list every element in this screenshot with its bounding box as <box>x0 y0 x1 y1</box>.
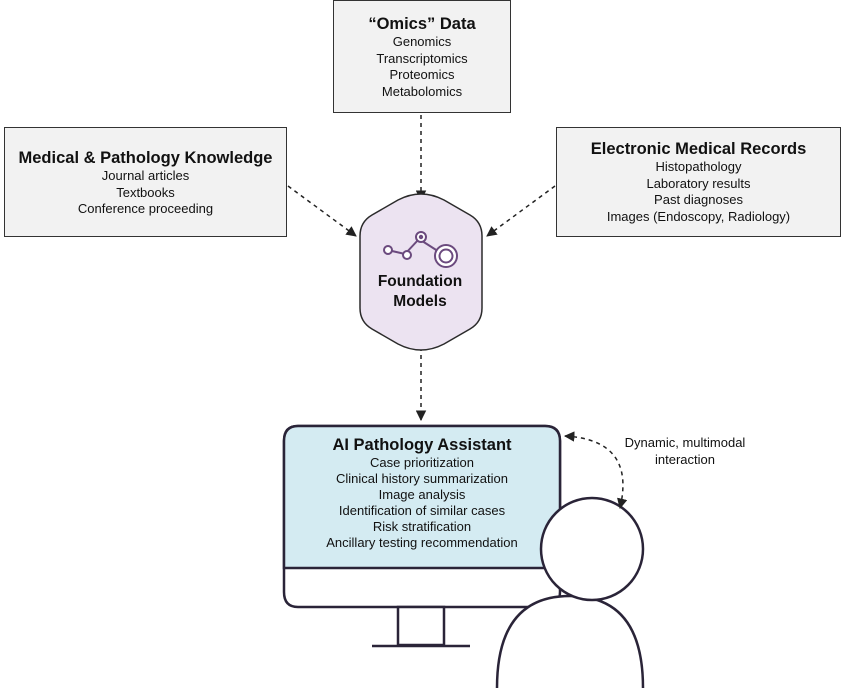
emr-box: Electronic Medical Records Histopatholog… <box>556 127 841 237</box>
interaction-line2: interaction <box>655 452 715 467</box>
assistant-item: Identification of similar cases <box>338 503 506 518</box>
assistant-item: Image analysis <box>378 487 466 502</box>
interaction-line1: Dynamic, multimodal <box>624 435 746 450</box>
omics-item: Proteomics <box>389 67 455 82</box>
arrow-knowledge-to-models <box>287 185 357 237</box>
foundation-models-hexagon <box>359 193 483 351</box>
omics-item: Metabolomics <box>381 83 463 99</box>
emr-title: Electronic Medical Records <box>590 140 807 158</box>
omics-data-box: “Omics” Data Genomics Transcriptomics Pr… <box>333 0 511 113</box>
assistant-item: Ancillary testing recommendation <box>326 535 518 550</box>
foundation-models-line2: Models <box>393 293 447 310</box>
monitor-stand <box>396 605 446 647</box>
medical-knowledge-box: Medical & Pathology Knowledge Journal ar… <box>4 127 287 237</box>
ai-assistant-screen-text: AI Pathology Assistant Case prioritizati… <box>286 432 558 562</box>
emr-item: Images (Endoscopy, Radiology) <box>606 208 791 224</box>
emr-item: Past diagnoses <box>654 192 743 207</box>
knowledge-item: Conference proceeding <box>77 201 214 216</box>
omics-item: Transcriptomics <box>376 50 468 66</box>
emr-item: Histopathology <box>655 159 742 174</box>
user-body <box>495 594 645 688</box>
omics-item: Genomics <box>392 34 452 49</box>
arrow-emr-to-models <box>486 185 556 237</box>
assistant-title: AI Pathology Assistant <box>332 436 512 454</box>
molecule-network-icon <box>383 231 458 268</box>
assistant-item: Case prioritization <box>369 455 475 470</box>
computer-monitor <box>282 424 562 648</box>
assistant-item: Clinical history summarization <box>336 471 508 486</box>
omics-title: “Omics” Data <box>368 15 476 33</box>
assistant-item: Risk stratification <box>372 519 472 534</box>
interaction-label: Dynamic, multimodal interaction <box>600 434 770 468</box>
knowledge-item: Journal articles <box>101 168 190 183</box>
emr-item: Laboratory results <box>646 175 751 191</box>
foundation-models-line1: Foundation <box>377 273 463 290</box>
foundation-models-label: Foundation Models <box>357 272 483 312</box>
knowledge-item: Textbooks <box>116 184 175 200</box>
knowledge-title: Medical & Pathology Knowledge <box>18 149 273 167</box>
user-figure-icon <box>495 496 645 688</box>
